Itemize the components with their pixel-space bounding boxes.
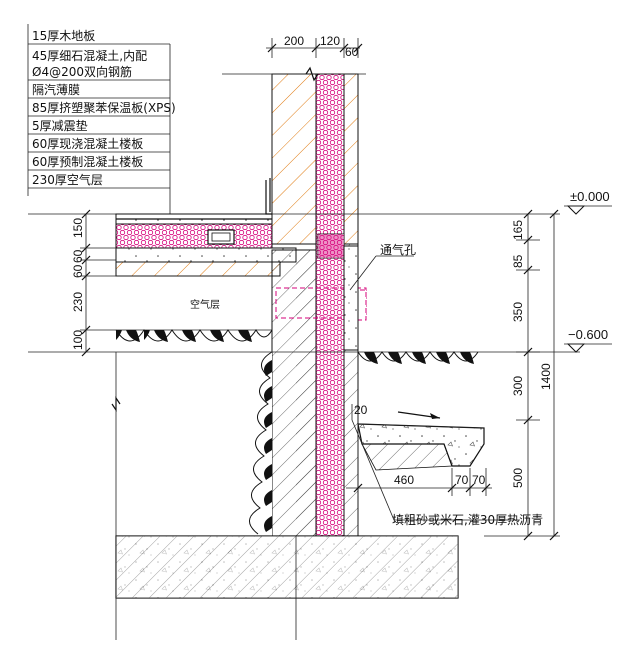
slope-dim-label: 20 — [354, 403, 368, 417]
right-dim-label: 500 — [511, 468, 525, 488]
left-dim-label: 60 — [71, 249, 85, 263]
bottom-dimensions: 460 70 70 — [346, 468, 492, 496]
layer-label: 60厚预制混凝土楼板 — [32, 154, 143, 169]
layer-label: 60厚现浇混凝土楼板 — [32, 136, 143, 151]
layer-label: 230厚空气层 — [32, 172, 103, 187]
layer-label: 45厚细石混凝土,内配 — [32, 48, 147, 63]
air-layer-label: 空气层 — [190, 298, 220, 311]
layer-label: 15厚木地板 — [32, 29, 95, 43]
right-dim-label: 165 — [511, 220, 525, 240]
fill-callout: 填粗砂或米石,灌30厚热沥青 — [351, 419, 543, 527]
left-dim-label: 60 — [71, 264, 85, 278]
fill-note-label: 填粗砂或米石,灌30厚热沥青 — [392, 513, 543, 527]
bottom-dim-label: 70 — [472, 473, 486, 487]
layer-label: 隔汽薄膜 — [32, 82, 80, 97]
floor-elevation-label: ±0.000 — [570, 189, 610, 204]
layer-list: 15厚木地板 45厚细石混凝土,内配 Ø4@200双向钢筋 隔汽薄膜 85厚挤塑… — [27, 24, 176, 214]
floor-buildup — [115, 178, 297, 277]
left-dim-label: 150 — [71, 218, 85, 238]
layer-label: Ø4@200双向钢筋 — [32, 64, 132, 79]
top-dim-label: 200 — [284, 34, 304, 48]
right-dimensions: 165 85 350 300 500 1400 — [484, 209, 560, 541]
footing — [115, 535, 459, 599]
left-dimensions: 150 60 60 230 100 — [71, 209, 116, 357]
break-symbol — [111, 396, 121, 412]
right-dim-label: 350 — [511, 302, 525, 322]
elevation-marks: ±0.000 −0.600 — [564, 189, 612, 353]
vent-hole-label: 通气孔 — [380, 242, 416, 257]
layer-label: 85厚挤塑聚苯保温板(XPS) — [32, 100, 176, 115]
right-dim-label: 85 — [511, 254, 525, 268]
layer-label: 5厚减震垫 — [32, 118, 88, 133]
bottom-dim-label: 70 — [455, 473, 469, 487]
air-layer: 空气层 — [115, 275, 273, 342]
overall-dim-label: 1400 — [539, 363, 553, 390]
exterior-ground: 20 — [28, 351, 580, 536]
right-dim-label: 300 — [511, 376, 525, 396]
left-dim-label: 100 — [71, 330, 85, 350]
top-dim-label: 120 — [320, 34, 340, 48]
left-dim-label: 230 — [71, 292, 85, 312]
top-dim-label: 60 — [345, 45, 359, 59]
vent-callout: 通气孔 — [349, 242, 416, 291]
upper-wall — [222, 66, 366, 537]
foundation-wall — [248, 233, 367, 537]
top-dimensions: 200 120 60 — [266, 34, 363, 59]
bottom-dim-label: 460 — [394, 473, 414, 487]
ground-elevation-label: −0.600 — [568, 327, 608, 342]
